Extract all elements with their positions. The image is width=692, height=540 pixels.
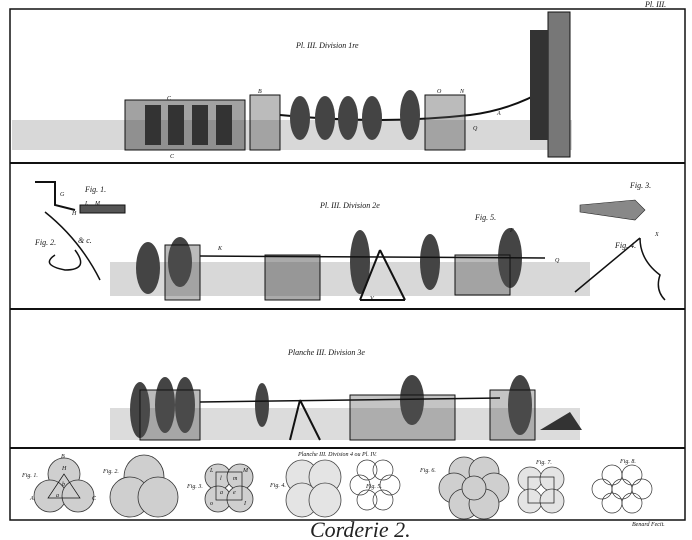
figure-letter: Fig. 5. xyxy=(365,484,382,490)
figure-letter: M xyxy=(94,201,101,207)
figure-letter: e xyxy=(233,490,236,496)
plate-number: Pl. III. xyxy=(644,0,666,9)
hooks xyxy=(530,30,548,140)
workers xyxy=(136,228,522,294)
cart xyxy=(264,254,321,301)
figure-letter: Fig. 7. xyxy=(535,460,552,466)
figure-letter: K xyxy=(217,246,223,252)
figure-letter: O xyxy=(437,89,442,95)
figure-letter: Fig. 3. xyxy=(186,484,203,490)
figure-letter: m xyxy=(233,476,238,482)
figure-letter: G xyxy=(60,192,65,198)
top-figure xyxy=(579,199,646,221)
figure-letter: X xyxy=(654,232,659,238)
figure-letter: Fig. 1. xyxy=(21,473,38,479)
figure-letter: Fig. 4. xyxy=(269,482,286,489)
figure-letter: B xyxy=(258,89,262,95)
figure-letter: H xyxy=(61,466,67,472)
figure-letter: Fig. 4. xyxy=(614,241,636,250)
trestle xyxy=(249,94,281,151)
figure-letter: Fig. 2. xyxy=(34,238,56,247)
figure-letter: b xyxy=(62,482,65,488)
figure-letter: & c. xyxy=(78,236,92,245)
figure-letter: C xyxy=(170,154,175,160)
rope xyxy=(199,255,546,259)
figure-letter: H xyxy=(71,211,77,217)
figure-letter: o xyxy=(210,501,213,507)
figure-letter: A xyxy=(29,496,34,502)
panel-division-2: Pl. III. Division 2e Fig. 1. Fig. 2. & c… xyxy=(34,181,666,302)
figure-letter: Fig. 3. xyxy=(629,181,651,190)
figure-letter: Q xyxy=(473,126,478,132)
panel-division-4: Fig. 1. B H A C b a Fig. 2. Fig. 3. L M … xyxy=(21,451,653,520)
figure-letter: Fig. 6. xyxy=(419,468,436,474)
plate-border xyxy=(9,8,686,521)
figure-letter: Fig. 1. xyxy=(84,185,106,194)
panel-title: Pl. III. Division 2e xyxy=(319,201,380,210)
panel-title: Planche III. Division 3e xyxy=(287,348,365,357)
panel-title: Planche III. Division 4 ou Pl. IV. xyxy=(297,451,377,458)
figure-letter: L xyxy=(209,468,214,474)
figure-letter: Fig. 2. xyxy=(102,469,119,475)
figure-letter: A xyxy=(496,111,501,117)
figure-letter: Fig. 5. xyxy=(474,213,496,222)
figure-letter: V xyxy=(370,296,375,302)
figure-letter: a xyxy=(220,490,223,496)
engraver-signature: Benard Fecit. xyxy=(632,522,665,528)
figure-letter: B xyxy=(61,454,65,460)
figure-letter: C xyxy=(167,96,172,102)
hook-figure xyxy=(79,204,126,214)
figure-letter: P xyxy=(509,228,514,234)
panel-title: Pl. III. Division 1re xyxy=(295,41,359,50)
figure-letter: N xyxy=(459,89,465,95)
panel-division-3: Planche III. Division 3e xyxy=(110,348,582,441)
figure-letter: a xyxy=(56,493,59,499)
panel-division-1: Pl. III. Division 1re C B O N A Q C xyxy=(12,11,572,160)
figure-letter: I xyxy=(243,501,247,507)
plate-title: Corderie 2. xyxy=(310,517,411,540)
figure-letter: C xyxy=(92,496,97,502)
crank-figure xyxy=(35,181,76,211)
figure-letter: M xyxy=(242,468,249,474)
workers xyxy=(290,90,420,140)
wall xyxy=(547,11,571,158)
figure-letter: Q xyxy=(555,258,560,264)
figure-letter: Fig. 8. xyxy=(619,459,636,465)
rope xyxy=(199,397,501,403)
sledge xyxy=(424,94,466,151)
figure-letter: l xyxy=(220,476,222,482)
figure-letter: L xyxy=(84,201,89,207)
